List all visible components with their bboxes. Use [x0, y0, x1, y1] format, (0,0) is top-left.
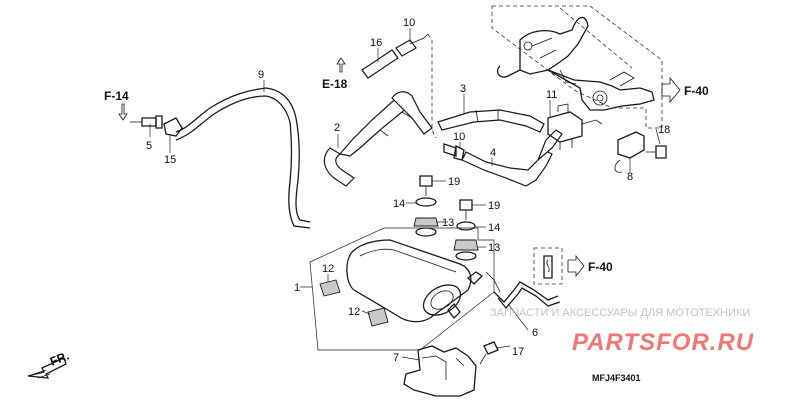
- callout-18: 18: [658, 124, 670, 136]
- watermark: ЗАПЧАСТИ И АКСЕССУАРЫ ДЛЯ МОТОТЕХНИКИ PA…: [490, 307, 754, 356]
- ref-f14: F-14: [104, 89, 129, 103]
- callout-9: 9: [258, 69, 264, 81]
- callout-8: 8: [627, 171, 633, 183]
- callout-13-left: 13: [442, 217, 454, 229]
- front-label: FR.: [48, 349, 71, 369]
- hose-9: [175, 87, 311, 229]
- ref-f40-mid: F-40: [588, 260, 613, 274]
- bolt-17: [479, 341, 499, 365]
- callout-2: 2: [334, 122, 340, 134]
- watermark-tagline: ЗАПЧАСТИ И АКСЕССУАРЫ ДЛЯ МОТОТЕХНИКИ: [490, 307, 750, 319]
- callout-10-top: 10: [403, 17, 415, 29]
- fitting-10: [443, 143, 465, 161]
- mount-stack-left: [413, 175, 439, 237]
- callout-14-left: 14: [393, 198, 405, 210]
- callout-5: 5: [146, 140, 152, 152]
- clip-15: [163, 117, 183, 137]
- evap-canister-1: [346, 239, 484, 323]
- pad-12-bottom: [367, 307, 389, 327]
- callout-10-mid: 10: [453, 131, 465, 143]
- callout-14-right: 14: [488, 222, 500, 234]
- bracket-8: [614, 131, 645, 173]
- callout-13-right: 13: [488, 242, 500, 254]
- bracket-group-outline: [491, 5, 663, 129]
- callout-3: 3: [460, 83, 466, 95]
- ref-f14-group: F-14: [104, 89, 129, 121]
- callout-12-bottom: 12: [348, 306, 360, 318]
- hose-16: [361, 33, 429, 79]
- callout-11: 11: [546, 89, 557, 101]
- bracket-7: [403, 345, 477, 397]
- callout-12-top: 12: [322, 263, 334, 275]
- diagram-code: MFJ4F3401: [592, 373, 641, 383]
- pad-12-top: [319, 279, 341, 297]
- ref-box-f40-mid: F-40: [533, 247, 613, 285]
- callout-19-left: 19: [448, 176, 460, 188]
- front-direction-arrow: FR.: [27, 349, 71, 379]
- callouts: 1 2 3 4 5 6 7 8 9 10 10 11 12 12 13 13 1…: [146, 17, 670, 364]
- watermark-logo: PARTSFOR.RU: [572, 329, 754, 356]
- hose-2: [323, 91, 433, 187]
- callout-1: 1: [294, 282, 300, 294]
- hose-3: [437, 109, 545, 133]
- canister-group-outline: [309, 227, 495, 351]
- callout-7: 7: [393, 352, 399, 364]
- callout-4: 4: [490, 147, 496, 159]
- hose-4: [461, 129, 563, 187]
- upper-bracket: [496, 16, 655, 111]
- bolt-18: [646, 145, 667, 159]
- ref-f40-top: F-40: [684, 84, 709, 98]
- mount-stack-right: [453, 199, 479, 261]
- callout-6: 6: [532, 327, 538, 339]
- callout-15: 15: [164, 154, 176, 166]
- ref-e18-group: E-18: [322, 57, 348, 91]
- ref-arrow-f40-top: F-40: [661, 76, 709, 104]
- solenoid-valve-11: [547, 103, 603, 150]
- bolt-5: [130, 115, 163, 129]
- callout-17: 17: [512, 346, 524, 358]
- hose-6: [485, 271, 561, 310]
- ref-e18: E-18: [322, 77, 348, 91]
- leader-lines: [149, 28, 661, 361]
- connector-dash-10: [427, 33, 437, 139]
- callout-19-right: 19: [488, 200, 500, 212]
- callout-16: 16: [370, 37, 382, 49]
